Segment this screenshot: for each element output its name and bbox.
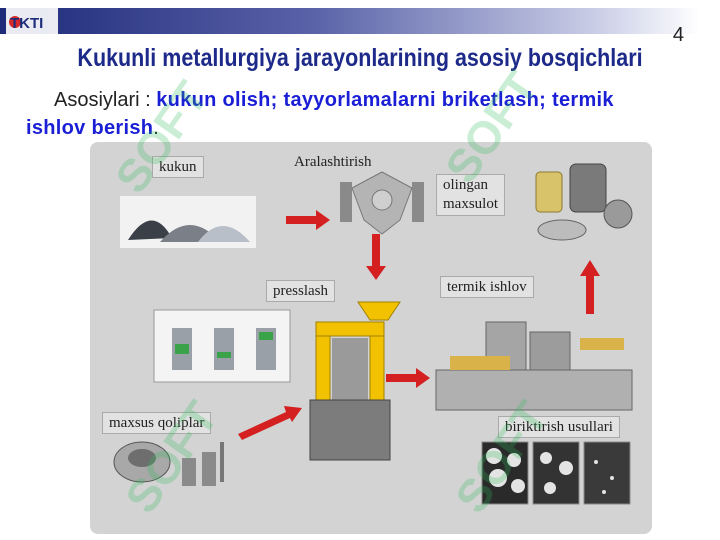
- furnace-image: [435, 321, 633, 411]
- slide-title: Kukunli metallurgiya jarayonlarining aso…: [77, 44, 643, 72]
- process-diagram: kukun Aralashtirish olingan maxsulot pres…: [90, 142, 652, 534]
- tkti-logo: TKTI: [6, 8, 58, 36]
- label-presslash: presslash: [266, 280, 335, 302]
- press-machine-image: [309, 301, 401, 461]
- subtitle-highlight: kukun olish; tayyorlamalarni briketlash;…: [26, 89, 614, 139]
- arrow-down-press: [366, 234, 386, 280]
- label-maxsus: maxsus qoliplar: [102, 412, 212, 434]
- powder-image: [120, 196, 256, 248]
- product-image: [535, 163, 633, 241]
- label-termik: termik ishlov: [440, 276, 534, 298]
- press-stages-image: [153, 309, 291, 383]
- arrow-mould-press: [238, 406, 302, 440]
- label-olingan-line2: maxsulot: [443, 196, 498, 212]
- label-olingan: olingan maxsulot: [436, 174, 505, 216]
- label-olingan-line1: olingan: [443, 177, 488, 193]
- slide-subtitle: Asosiylari : kukun olish; tayyorlamalarn…: [26, 86, 676, 142]
- arrow-up-product: [580, 260, 600, 314]
- subtitle-prefix: Asosiylari :: [54, 89, 157, 111]
- label-aralashtirish: Aralashtirish: [294, 154, 372, 170]
- diagram-graphics: [113, 163, 633, 505]
- mixer-image: [340, 171, 424, 235]
- label-kukun: kukun: [152, 156, 204, 178]
- arrow-right-mix: [286, 210, 330, 230]
- slide-number: 4: [672, 24, 684, 46]
- microstructure-image: [481, 441, 631, 505]
- label-biriktirish: biriktirish usullari: [498, 416, 620, 438]
- logo-text: TKTI: [10, 15, 43, 32]
- arrow-right-furnace: [386, 368, 430, 388]
- header-bar: [0, 8, 700, 34]
- flow-arrows: [238, 210, 600, 440]
- subtitle-suffix: .: [153, 117, 159, 139]
- logo-graphic: TKTI: [6, 8, 58, 36]
- mould-image: [113, 441, 224, 486]
